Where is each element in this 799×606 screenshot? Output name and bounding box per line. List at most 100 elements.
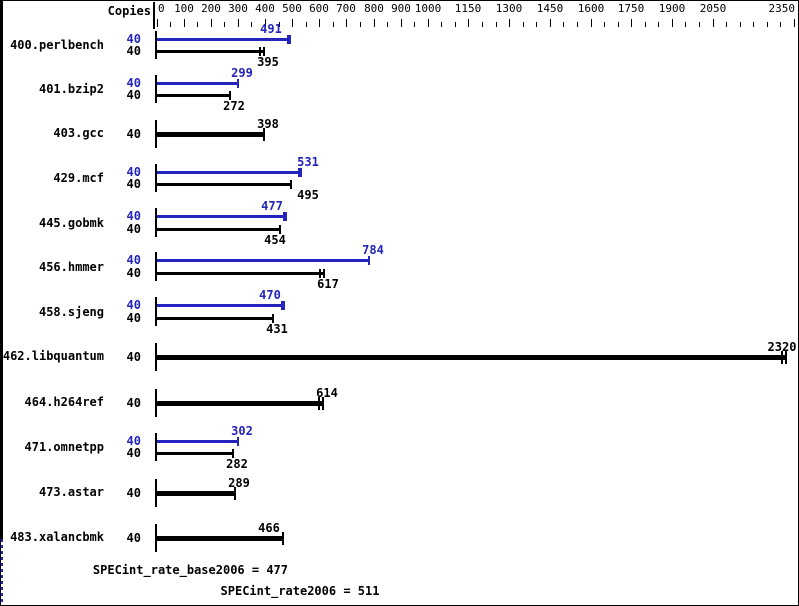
- axis-minor-tick: [740, 22, 741, 27]
- axis-major-tick: [319, 19, 320, 27]
- bar-group-left-tick: [155, 31, 157, 59]
- bar-group-left-tick: [155, 164, 157, 192]
- axis-tick-label: 1750: [617, 2, 645, 15]
- axis-minor-tick: [523, 22, 524, 27]
- bar-value-label: 299: [231, 66, 253, 80]
- axis-major-tick: [157, 19, 158, 27]
- axis-major-tick: [794, 19, 795, 27]
- axis-tick-label: 1450: [536, 2, 564, 15]
- axis-minor-tick: [536, 22, 537, 27]
- bar-end-marker-tick: [282, 532, 284, 545]
- bar-value-label: 282: [226, 457, 248, 471]
- bar-end-marker-tick: [237, 437, 239, 446]
- axis-minor-tick: [306, 22, 307, 27]
- axis-minor-tick: [224, 22, 225, 27]
- axis-minor-tick: [618, 22, 619, 27]
- axis-tick-label: 100: [174, 2, 194, 15]
- bar-end-marker-tick: [232, 449, 234, 458]
- axis-tick-label: 400: [255, 2, 275, 15]
- bar-end-marker-block: [287, 35, 291, 44]
- axis-major-tick: [211, 19, 212, 27]
- bar-group-left-tick: [155, 343, 157, 371]
- benchmark-name: 400.perlbench: [10, 38, 104, 52]
- bar-value-label: 470: [259, 288, 281, 302]
- base-bar: [157, 272, 324, 275]
- base-bar: [157, 355, 786, 360]
- copies-value: 40: [126, 298, 141, 312]
- axis-tick-label: 1300: [495, 2, 523, 15]
- axis-major-tick: [184, 19, 185, 27]
- axis-major-tick: [591, 19, 592, 27]
- axis-minor-tick: [753, 22, 754, 27]
- copies-value: 40: [126, 177, 141, 191]
- axis-minor-tick: [604, 22, 605, 27]
- bar-value-label: 784: [362, 243, 384, 257]
- bar-end-marker-tick: [785, 351, 787, 364]
- benchmark-name: 483.xalancbmk: [10, 530, 104, 544]
- copies-value: 40: [126, 127, 141, 141]
- axis-tick-label: 200: [201, 2, 221, 15]
- bar-value-label: 398: [257, 117, 279, 131]
- bar-value-label: 614: [316, 386, 338, 400]
- axis-minor-tick: [455, 22, 456, 27]
- base-bar: [157, 401, 323, 406]
- bar-group-left-tick: [155, 479, 157, 507]
- bar-end-marker-tick: [322, 397, 324, 410]
- axis-major-tick: [672, 19, 673, 27]
- bar-end-marker-tick: [323, 269, 325, 278]
- copies-value: 40: [126, 350, 141, 364]
- bar-end-marker-tick: [319, 269, 321, 278]
- bar-group-left-tick: [155, 433, 157, 461]
- benchmark-name: 471.omnetpp: [24, 440, 104, 454]
- axis-minor-tick: [441, 22, 442, 27]
- axis-major-tick: [509, 19, 510, 27]
- base-bar: [157, 94, 230, 97]
- axis-minor-tick: [780, 22, 781, 27]
- bar-value-label: 477: [261, 199, 283, 213]
- bar-end-marker-tick: [272, 314, 274, 323]
- benchmark-name: 403.gcc: [53, 126, 104, 140]
- bar-value-label: 289: [228, 476, 250, 490]
- axis-minor-tick: [767, 22, 768, 27]
- copies-value: 40: [126, 253, 141, 267]
- bar-end-marker-tick: [290, 180, 292, 189]
- axis-minor-tick: [577, 22, 578, 27]
- axis-tick-label: 1600: [577, 2, 605, 15]
- header-axis-separator: [153, 2, 155, 29]
- axis-minor-tick: [387, 22, 388, 27]
- axis-tick-label: 2050: [699, 2, 727, 15]
- axis-minor-tick: [685, 22, 686, 27]
- axis-minor-tick: [726, 22, 727, 27]
- bar-end-marker-tick: [781, 351, 783, 364]
- peak-bar: [157, 440, 238, 443]
- base-summary-label: SPECint_rate_base2006 = 477: [92, 563, 288, 577]
- base-bar: [157, 50, 264, 53]
- bar-end-marker-tick: [263, 47, 265, 56]
- axis-major-tick: [238, 19, 239, 27]
- bar-value-label: 466: [258, 521, 280, 535]
- base-bar: [157, 183, 291, 186]
- copies-value: 40: [126, 209, 141, 223]
- axis-tick-label: 300: [228, 2, 248, 15]
- axis-major-tick: [468, 19, 469, 27]
- copies-value: 40: [126, 486, 141, 500]
- axis-major-tick: [713, 19, 714, 27]
- bar-end-marker-tick: [234, 487, 236, 500]
- bar-group-left-tick: [155, 297, 157, 326]
- axis-minor-tick: [170, 22, 171, 27]
- axis-tick-label: 800: [364, 2, 384, 15]
- bar-value-label: 431: [266, 322, 288, 336]
- axis-major-tick: [428, 19, 429, 27]
- copies-value: 40: [126, 396, 141, 410]
- axis-minor-tick: [251, 22, 252, 27]
- copies-value: 40: [126, 311, 141, 325]
- bar-group-left-tick: [155, 389, 157, 417]
- bar-value-label: 495: [297, 188, 319, 202]
- bar-value-label: 2320: [767, 340, 797, 354]
- copies-value: 40: [126, 88, 141, 102]
- bar-value-label: 617: [317, 277, 339, 291]
- axis-major-tick: [550, 19, 551, 27]
- axis-minor-tick: [563, 22, 564, 27]
- reference-lines-layer: [1, 1, 3, 605]
